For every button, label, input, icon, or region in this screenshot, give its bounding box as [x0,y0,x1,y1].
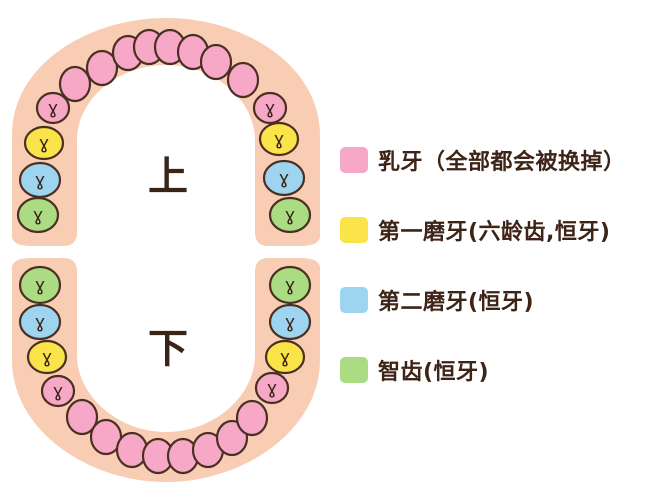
upper-baby-tooth-6 [199,43,233,81]
lower-jaw-label: 下 [148,326,188,372]
legend-label-second-molar: 第二磨牙(恒牙) [378,290,535,315]
tooth-mark: ɣ [274,129,285,150]
lower-side-wisdom-tooth-4: ɣ [268,265,312,305]
upper-side-second-molar-6: ɣ [262,159,306,197]
lower-side-baby-tooth-3: ɣ [40,374,76,408]
tooth-mark: ɣ [53,381,64,402]
legend-swatch-second-molar [340,287,368,313]
lower-baby-tooth-7 [235,399,269,437]
lower-side-wisdom-tooth-0: ɣ [18,265,62,305]
legend-swatch-baby-teeth [340,147,368,173]
tooth-mark: ɣ [280,347,291,368]
tooth-mark: ɣ [265,98,276,119]
tooth-mark: ɣ [267,378,278,399]
upper-side-wisdom-tooth-7: ɣ [268,196,312,234]
lower-baby-tooth-6 [215,419,249,457]
lower-side-second-molar-1: ɣ [18,303,62,341]
tooth-mark: ɣ [285,205,296,226]
tooth-mark: ɣ [48,98,59,119]
legend-item-second-molar: 第二磨牙(恒牙) [340,284,534,316]
lower-side-first-molar-6: ɣ [264,339,306,375]
upper-side-first-molar-5: ɣ [258,121,300,157]
tooth-mark: ɣ [39,133,50,154]
legend-swatch-first-molar [340,217,368,243]
tooth-mark: ɣ [35,275,46,296]
upper-side-baby-tooth-4: ɣ [252,91,288,125]
upper-baby-tooth-1 [85,49,119,87]
tooth-mark: ɣ [42,347,53,368]
lower-baby-tooth-2 [115,431,149,469]
tooth-mark: ɣ [35,312,46,333]
tooth-mark: ɣ [35,170,46,191]
legend-item-first-molar: 第一磨牙(六龄齿,恒牙) [340,214,610,246]
upper-side-baby-tooth-0: ɣ [35,91,71,125]
lower-side-first-molar-2: ɣ [26,339,68,375]
tooth-mark: ɣ [33,205,44,226]
lower-side-baby-tooth-7: ɣ [254,371,290,405]
upper-side-wisdom-tooth-3: ɣ [16,196,60,234]
upper-baby-tooth-0 [58,65,92,103]
legend-swatch-wisdom-tooth [340,357,368,383]
legend-item-baby-teeth: 乳牙（全部都会被换掉） [340,144,626,176]
upper-side-second-molar-2: ɣ [18,161,62,199]
legend-label-wisdom-tooth: 智齿(恒牙) [378,360,490,385]
lower-baby-tooth-0 [65,398,99,436]
tooth-mark: ɣ [285,275,296,296]
upper-side-first-molar-1: ɣ [23,125,65,161]
tooth-mark: ɣ [285,312,296,333]
legend-item-wisdom-tooth: 智齿(恒牙) [340,354,489,386]
legend-label-baby-teeth: 乳牙（全部都会被换掉） [378,150,626,175]
upper-jaw-label: 上 [148,154,188,200]
lower-side-second-molar-5: ɣ [268,303,312,341]
legend-label-first-molar: 第一磨牙(六龄齿,恒牙) [378,220,611,245]
tooth-mark: ɣ [279,168,290,189]
upper-baby-tooth-7 [226,61,260,99]
